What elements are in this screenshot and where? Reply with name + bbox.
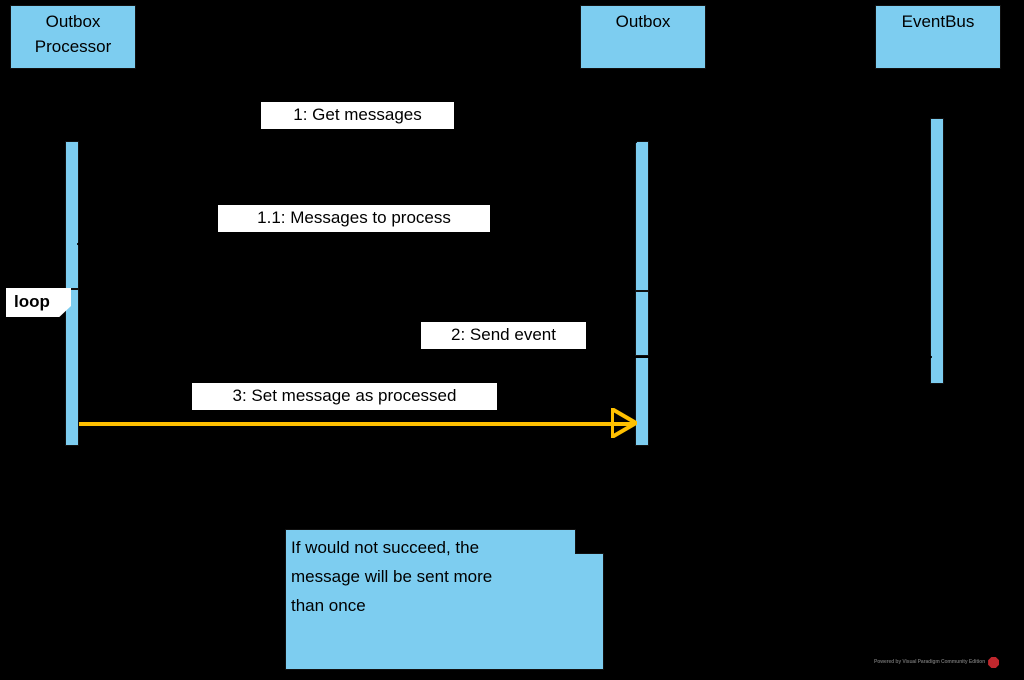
message-line-2[interactable] [79,356,930,358]
message-label-1-1[interactable]: 1.1: Messages to process [218,205,490,232]
message-label-3[interactable]: 3: Set message as processed [192,383,497,410]
lifeline-head-outbox[interactable]: Outbox [580,5,706,69]
arrowhead-icon-message-1 [623,135,637,149]
message-label-1[interactable]: 1: Get messages [261,102,454,129]
combined-fragment-loop [6,288,926,456]
message-line-1-1[interactable] [79,243,635,245]
note-shape-body [285,553,604,670]
message-line-1[interactable] [79,141,635,143]
activation-bar-outbox [635,141,649,291]
lifeline-head-eventbus[interactable]: EventBus [875,5,1001,69]
fragment-operator-tag-loop[interactable]: loop [6,288,71,317]
activation-bar-outbox [635,356,649,446]
activation-bar-eventbus [930,118,944,384]
activation-bar-outbox-processor [65,141,79,289]
arrowhead-icon-message-3 [611,408,637,438]
message-line-3[interactable] [79,422,635,426]
message-label-2[interactable]: 2: Send event [421,322,586,349]
note-text: If would not succeed, the message will b… [291,538,493,615]
watermark: Powered by Visual Paradigm Community Edi… [874,657,1000,668]
visual-paradigm-logo-icon [988,657,1000,668]
watermark-text: Powered by Visual Paradigm Community Edi… [874,659,986,665]
activation-bar-outbox [635,291,649,356]
activation-bar-outbox-processor [65,289,79,446]
arrowhead-icon-message-2 [918,350,932,364]
arrowhead-icon-message-1-1 [77,237,91,251]
lifeline-head-outbox-processor[interactable]: Outbox Processor [10,5,136,69]
note-seam-cover [286,553,575,559]
note-shape-top [285,529,576,555]
